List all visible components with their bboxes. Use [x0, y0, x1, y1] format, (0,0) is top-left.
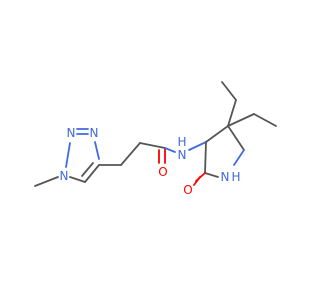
atom-h-amide: H — [177, 135, 186, 149]
atom-n-ring: N — [221, 170, 230, 184]
bond-ethyl1-a — [227, 99, 237, 127]
bond-nring-c2 — [204, 172, 219, 178]
structure-diagram: N N N O N H O N H — [34, 81, 277, 197]
bond-ch2-carbonyl — [139, 142, 166, 149]
atom-o-lactam: O — [183, 183, 192, 197]
bond-c4-c5-double — [81, 162, 94, 177]
bond-c5-n1 — [69, 176, 86, 183]
bond-ethyl2-b — [253, 113, 277, 127]
atom-n2: N — [90, 126, 99, 140]
atom-n-methyl: N — [60, 169, 69, 183]
bond-nh-c3 — [188, 141, 207, 151]
bond-n3-c4 — [94, 141, 100, 160]
bond-lactam-o-double — [193, 176, 201, 186]
bond-carbonyl-nh — [164, 147, 176, 153]
bond-methyl — [34, 176, 59, 187]
atom-n1: N — [67, 126, 76, 140]
atom-o-carbonyl: O — [158, 165, 167, 179]
bond-ethyl2-a — [227, 113, 255, 127]
bond-c4q-c5 — [227, 125, 245, 151]
bond-c4-c5 — [84, 164, 100, 183]
bond-c5-nring — [233, 149, 245, 166]
bond-n1-n2 — [65, 142, 71, 168]
atom-h-ring: H — [231, 170, 240, 184]
bond-c3-c4q — [205, 125, 229, 143]
bond-ch2-ch2 — [120, 142, 141, 166]
bond-ethyl1-b — [221, 81, 237, 101]
atom-n-amide: N — [178, 148, 187, 162]
molecule-svg: N N N O N H O N H — [34, 81, 277, 197]
bond-c2-c3 — [204, 141, 207, 174]
